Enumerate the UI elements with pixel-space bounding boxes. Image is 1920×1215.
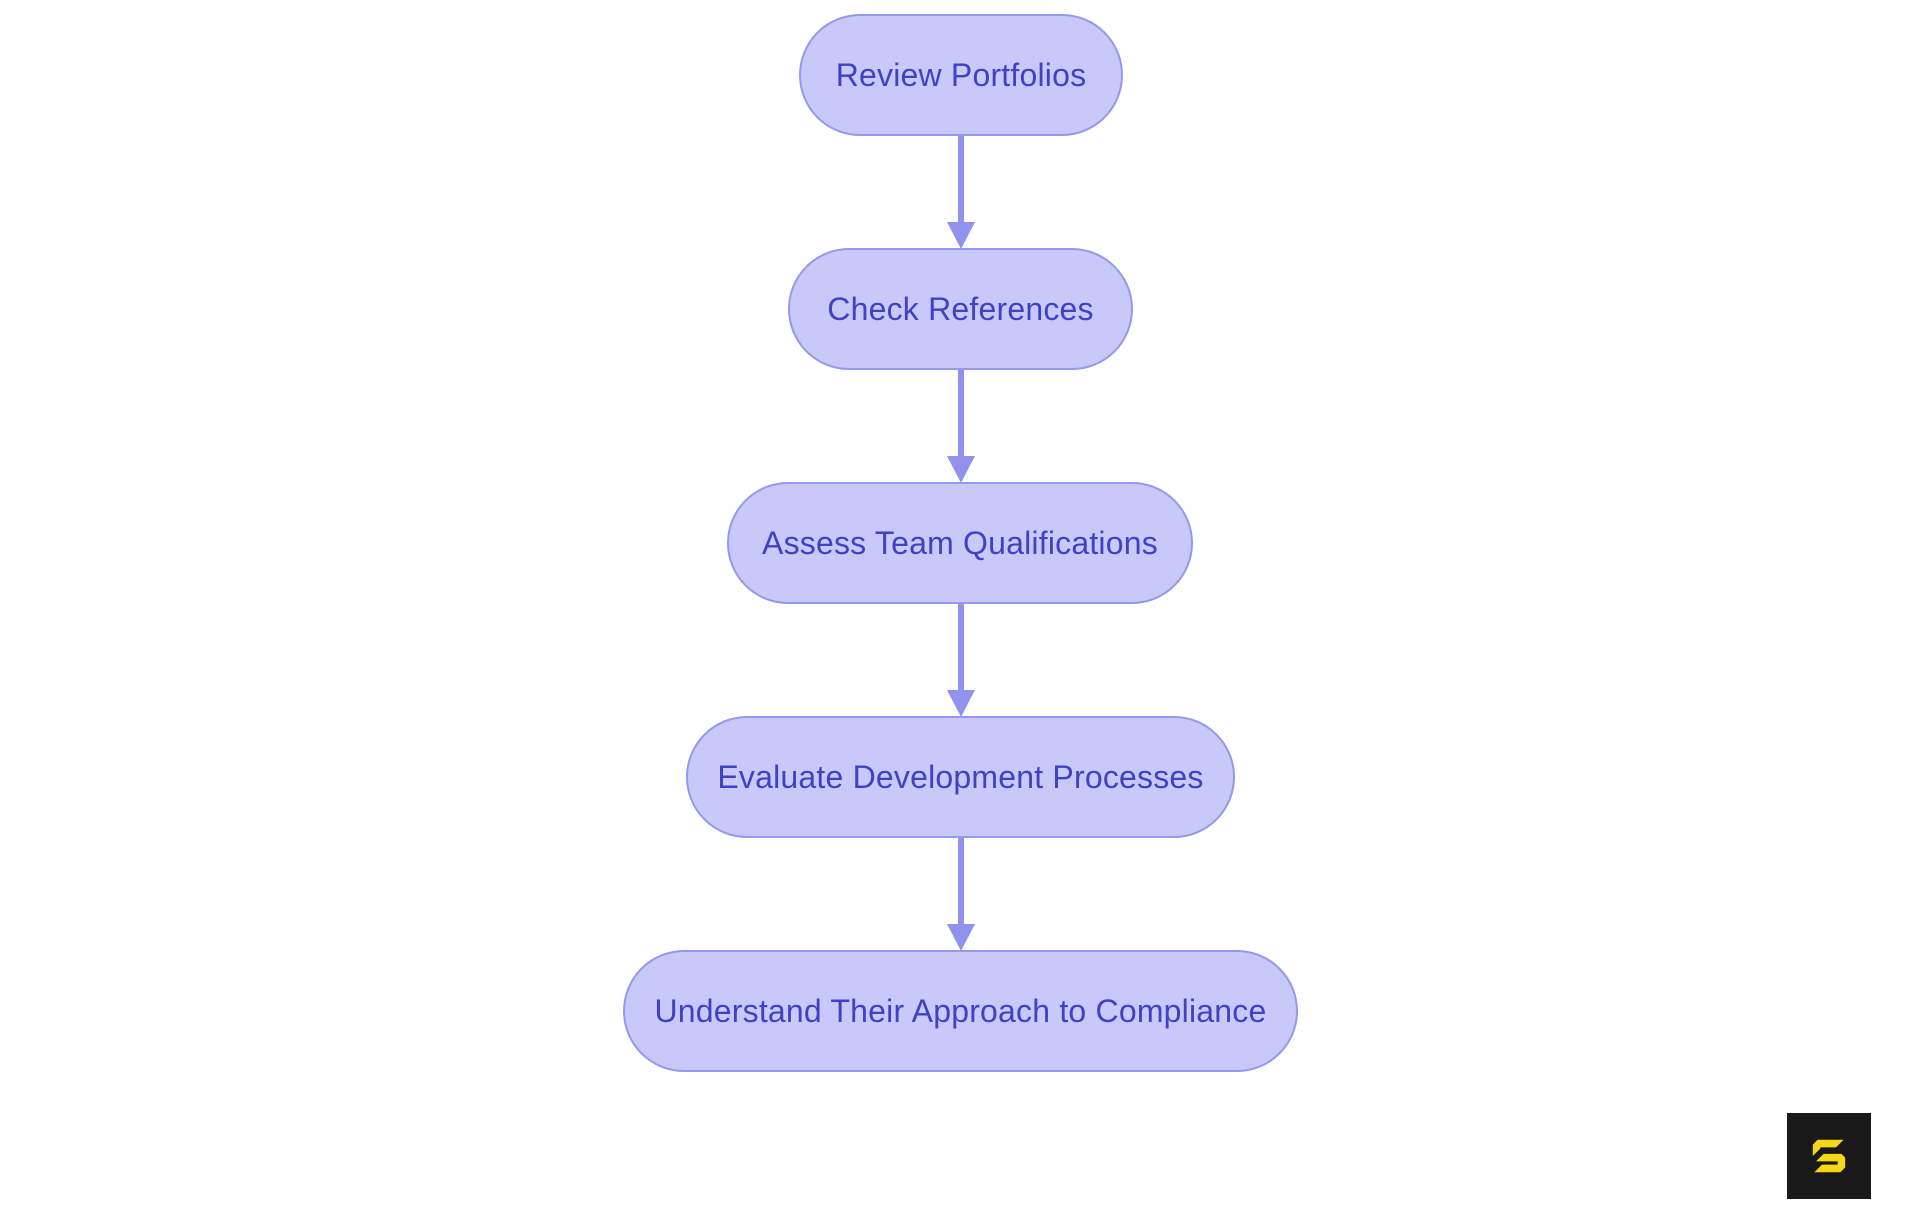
flow-node-check-references: Check References (788, 248, 1133, 370)
node-label: Check References (827, 290, 1094, 327)
flow-arrow (947, 370, 975, 483)
flow-arrow (947, 604, 975, 717)
logo-s-icon (1812, 1139, 1846, 1173)
flow-node-assess-team-qualifications: Assess Team Qualifications (727, 482, 1193, 604)
brand-logo (1787, 1113, 1871, 1199)
arrow-head-icon (947, 222, 975, 249)
arrow-head-icon (947, 456, 975, 483)
flow-arrow (947, 838, 975, 951)
node-label: Understand Their Approach to Compliance (654, 992, 1267, 1029)
node-label: Review Portfolios (835, 56, 1087, 93)
flow-node-review-portfolios: Review Portfolios (799, 14, 1123, 136)
arrow-line (958, 604, 964, 690)
arrow-line (958, 370, 964, 456)
arrow-line (958, 838, 964, 924)
arrow-head-icon (947, 690, 975, 717)
flow-arrow (947, 136, 975, 249)
arrow-line (958, 136, 964, 222)
node-label: Assess Team Qualifications (762, 524, 1158, 561)
arrow-head-icon (947, 924, 975, 951)
flow-node-evaluate-development-processes: Evaluate Development Processes (686, 716, 1235, 838)
flow-node-understand-approach-to-compliance: Understand Their Approach to Compliance (623, 950, 1298, 1072)
node-label: Evaluate Development Processes (717, 758, 1204, 795)
